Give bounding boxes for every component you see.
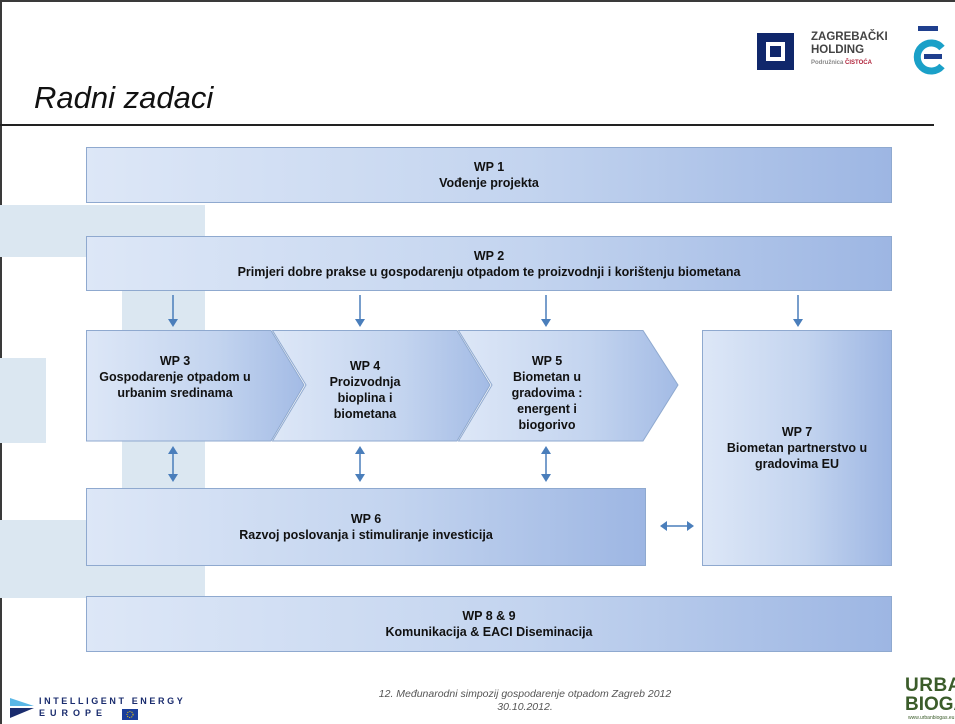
wp6-label: Razvoj poslovanja i stimuliranje investi… [239, 528, 493, 542]
decor-panel [0, 358, 46, 443]
wp89-id: WP 8 & 9 [462, 609, 516, 623]
zh-sub-brand: ČISTOĆA [845, 60, 872, 66]
arrow-wp6-wp7 [660, 521, 694, 531]
wp7-line1: Biometan partnerstvo u [726, 441, 868, 455]
arrow-wp4-wp6 [355, 446, 365, 482]
wp5-id: WP 5 [531, 354, 563, 368]
wp2-box: WP 2 Primjeri dobre prakse u gospodarenj… [86, 236, 892, 291]
arrow-wp2-to-wp5 [541, 295, 551, 327]
wp2-label: Primjeri dobre prakse u gospodarenju otp… [237, 264, 741, 279]
wp4-line3: biometana [333, 407, 397, 421]
cistoca-logo [913, 26, 945, 75]
zh-sub-prefix: Podružnica [811, 60, 844, 66]
wp4-chevron [272, 330, 491, 442]
eu-flag-icon [122, 709, 138, 720]
slide-footer: 12. Međunarodni simpozij gospodarenje ot… [290, 688, 760, 714]
arrow-wp2-to-wp7 [793, 295, 803, 327]
wp4-line1: Proizvodnja [329, 375, 401, 389]
wp4-text: WP 4 Proizvodnja bioplina i biometana [300, 358, 430, 422]
slide-title: Radni zadaci [34, 80, 214, 115]
footer-line2: 30.10.2012. [497, 701, 553, 713]
wp2-id: WP 2 [473, 248, 505, 263]
wp1-label: Vođenje projekta [439, 176, 539, 190]
wp3-text: WP 3 Gospodarenje otpadom u urbanim sred… [90, 353, 260, 401]
arrow-wp2-to-wp3 [168, 295, 178, 327]
wp3-line2: urbanim sredinama [117, 386, 233, 400]
wp7-line2: gradovima EU [754, 457, 840, 471]
wp5-line4: biogorivo [518, 418, 576, 432]
wp89-box: WP 8 & 9 Komunikacija & EACI Diseminacij… [86, 596, 892, 652]
arrow-wp3-wp6 [168, 446, 178, 482]
wp5-chevron [458, 330, 679, 442]
wp6-id: WP 6 [350, 512, 382, 526]
wp4-id: WP 4 [349, 359, 381, 373]
wp5-text: WP 5 Biometan u gradovima : energent i b… [492, 353, 602, 433]
wp6-box: WP 6 Razvoj poslovanja i stimuliranje in… [86, 488, 646, 566]
iee-logo-mark [10, 698, 34, 718]
wp4-line2: bioplina i [337, 391, 393, 405]
wp5-line3: energent i [517, 402, 577, 416]
zh-line2: HOLDING [811, 44, 865, 56]
wp89-label: Komunikacija & EACI Diseminacija [385, 625, 593, 639]
urban-biogas-line1: URBAN [905, 675, 955, 696]
zagrebacki-holding-logo [757, 33, 794, 70]
wp5-line2: gradovima : [511, 386, 583, 400]
zh-logo-subtitle: Podružnica ČISTOĆA [811, 60, 872, 66]
wp5-line1: Biometan u [512, 370, 582, 384]
wp1-id: WP 1 [473, 160, 505, 174]
wp7-box: WP 7 Biometan partnerstvo u gradovima EU [702, 330, 892, 566]
arrow-wp2-to-wp4 [355, 295, 365, 327]
iee-line2: EUROPE [39, 708, 108, 718]
urban-biogas-line2: BIOGAS [905, 694, 955, 715]
zh-logo-text: ZAGREBAČKI HOLDING [811, 31, 888, 57]
urban-biogas-url: www.urbanbiogas.eu [908, 715, 955, 721]
wp3-chevron [86, 330, 305, 442]
wp1-box: WP 1 Vođenje projekta [86, 147, 892, 203]
zh-line1: ZAGREBAČKI [811, 31, 888, 43]
wp3-id: WP 3 [159, 354, 191, 368]
arrow-wp5-wp6 [541, 446, 551, 482]
footer-line1: 12. Međunarodni simpozij gospodarenje ot… [378, 688, 672, 700]
title-divider [0, 124, 934, 126]
wp3-line1: Gospodarenje otpadom u [99, 370, 251, 384]
iee-line1: INTELLIGENT ENERGY [39, 696, 186, 706]
wp7-id: WP 7 [781, 425, 813, 439]
